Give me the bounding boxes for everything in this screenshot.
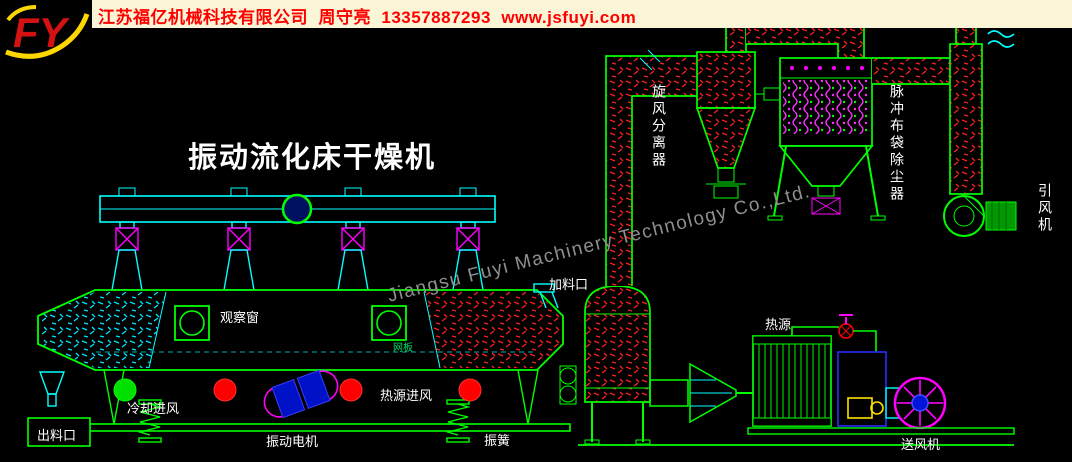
heat-air-inlet-port-1 [213, 378, 237, 402]
exhaust-stack [945, 0, 1015, 195]
air-inlet-ports [113, 378, 482, 402]
cooling-air-inlet-port [113, 378, 137, 402]
label-vibration-spring: 振簧 [484, 433, 511, 448]
vibration-springs [137, 399, 471, 443]
heat-source-piping [791, 314, 877, 352]
company-info-text: 江苏福亿机械科技有限公司 周守亮 13357887293 www.jsfuyi.… [98, 8, 637, 27]
pulse-valve-box [763, 87, 781, 101]
label-feed-inlet: 加料口 [549, 277, 589, 292]
logo-graphic: FY [5, 5, 90, 59]
heat-air-inlet-port-2 [339, 378, 363, 402]
label-cyclone-separator: 旋风分离器 [651, 84, 667, 169]
company-logo: FY [0, 0, 92, 66]
label-heat-source: 热源 [765, 317, 792, 332]
exhaust-manifold [99, 187, 496, 225]
supply-fan-graphic [837, 351, 947, 430]
ground-lines [578, 427, 1015, 446]
rotary-valve [811, 197, 841, 215]
riser-pipe [605, 49, 697, 286]
label-vibration-motor: 振动电机 [266, 434, 319, 449]
fan-frame [837, 351, 887, 427]
vibration-motor-graphic [263, 369, 339, 419]
vessel-side-unit [559, 365, 577, 405]
top-banner: 江苏福亿机械科技有限公司 周守亮 13357887293 www.jsfuyi.… [0, 0, 1072, 28]
manifold-outlet-port [281, 193, 313, 225]
bag-dust-collector-graphic [756, 57, 886, 221]
clean-air-duct [872, 57, 952, 85]
logo-swoosh-small [6, 5, 37, 22]
logo-swoosh [5, 13, 90, 59]
label-cooling-air-inlet: 冷却进风 [127, 401, 180, 416]
discharge-label-box [27, 417, 91, 447]
label-heat-air-inlet: 热源进风 [380, 388, 433, 403]
right-support-brace [517, 369, 539, 425]
label-observation-window: 观察窗 [220, 310, 260, 325]
heat-air-inlet-port-3 [458, 378, 482, 402]
discharge-outlet-assembly [27, 371, 91, 447]
label-supply-fan: 送风机 [901, 437, 941, 452]
logo-text: FY [13, 9, 71, 56]
drawing-title: 振动流化床干燥机 [188, 142, 437, 174]
cyclone-separator-graphic [695, 15, 757, 199]
label-mesh-plate: 网板 [393, 343, 413, 354]
label-pulse-bag-dust-collector: 脉冲布袋除尘器 [889, 84, 905, 203]
scrubber-vessel [559, 285, 651, 445]
air-duct-cone [649, 362, 753, 424]
filter-bags [783, 80, 869, 134]
heat-exchanger [752, 335, 832, 427]
fan-motor [985, 201, 1017, 231]
label-discharge-outlet: 出料口 [37, 428, 77, 443]
fan-drive-motor [847, 397, 873, 419]
feed-chute [533, 283, 559, 309]
label-induced-draft-fan: 引风机 [1037, 183, 1053, 234]
induced-draft-fan-graphic [943, 195, 1017, 237]
dryer-body [37, 283, 564, 371]
